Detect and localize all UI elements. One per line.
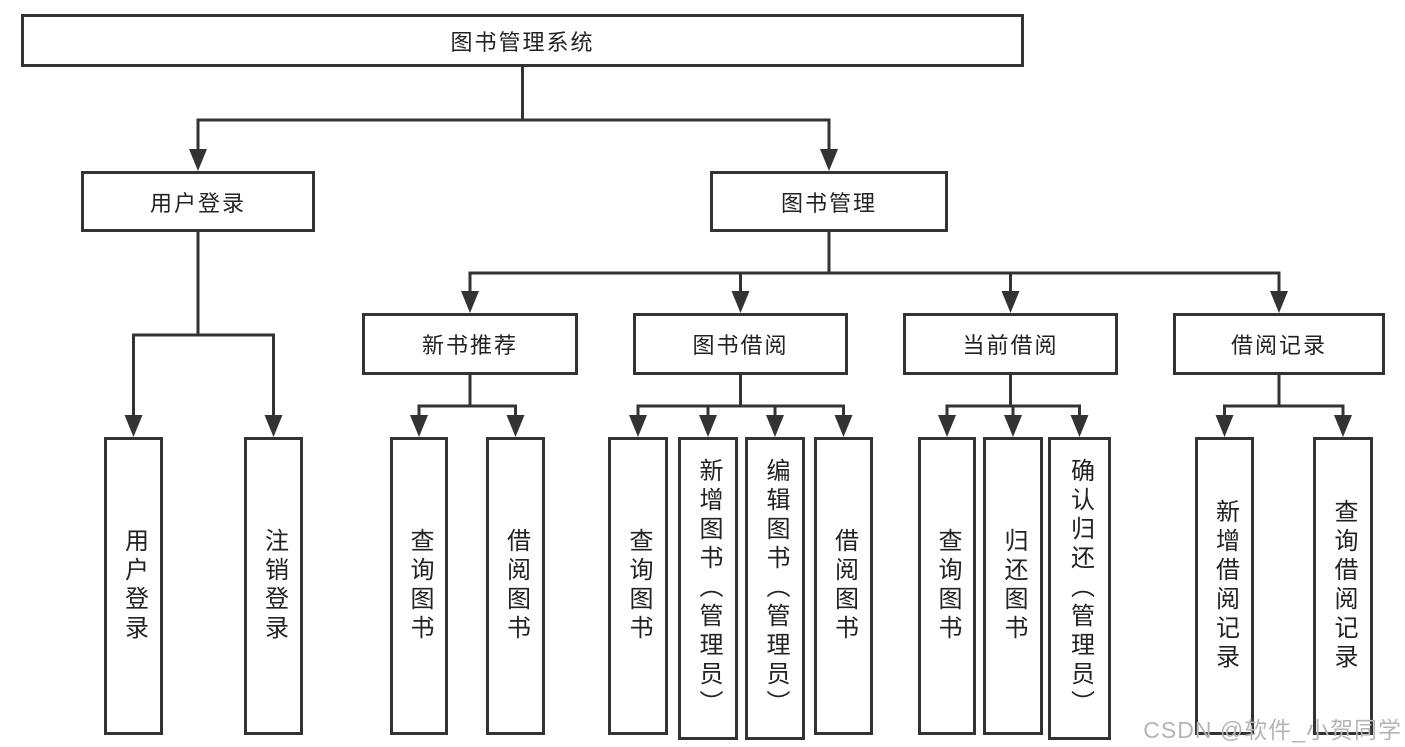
leaf-add-book-admin: 新增图书（管理员） [678, 437, 738, 740]
leaf-add-borrow-record: 新增借阅记录 [1195, 437, 1254, 735]
connector-current-borrow-to-leaves [945, 373, 1081, 420]
csdn-watermark: CSDN @软件_小贺同学 [1143, 717, 1402, 743]
arrowhead [1270, 291, 1288, 313]
node-current-borrow: 当前借阅 [903, 313, 1118, 375]
arrowhead [1215, 415, 1234, 437]
leaf-confirm-return-admin: 确认归还（管理员） [1048, 437, 1111, 740]
arrowhead [461, 291, 479, 313]
leaf-query-books-recommend: 查询图书 [390, 437, 448, 735]
arrowhead [506, 415, 525, 437]
node-book-borrow: 图书借阅 [633, 313, 848, 375]
leaf-user-login: 用户登录 [104, 437, 163, 735]
arrowhead [264, 415, 283, 437]
arrowhead [820, 149, 838, 171]
node-new-book-recommend: 新书推荐 [362, 313, 578, 375]
arrowhead [410, 415, 428, 437]
connector-book-management-to-level3 [468, 230, 1281, 296]
leaf-return-books: 归还图书 [983, 437, 1043, 735]
connector-root-to-level2 [196, 65, 831, 154]
arrowhead [189, 149, 207, 171]
leaf-query-books-borrow: 查询图书 [608, 437, 668, 735]
arrowhead [1334, 415, 1352, 437]
arrowhead [699, 415, 717, 437]
arrowhead [834, 415, 853, 437]
connector-book-borrow-to-leaves [636, 373, 845, 420]
arrowhead [1004, 415, 1022, 437]
connector-user-login-to-leaves [132, 230, 275, 420]
arrowhead [731, 291, 750, 313]
leaf-query-borrow-record: 查询借阅记录 [1313, 437, 1373, 735]
connector-new-book-recommend-to-leaves [417, 373, 517, 420]
arrowhead [124, 415, 143, 437]
node-user-login: 用户登录 [81, 171, 315, 232]
leaf-query-books-current: 查询图书 [918, 437, 976, 735]
node-borrow-records: 借阅记录 [1173, 313, 1385, 375]
leaf-borrow-books-recommend: 借阅图书 [486, 437, 545, 735]
arrowheads [124, 149, 1352, 437]
leaf-edit-book-admin: 编辑图书（管理员） [745, 437, 805, 740]
arrowhead [1070, 415, 1089, 437]
connector-borrow-records-to-leaves [1223, 373, 1345, 420]
arrowhead [766, 415, 784, 437]
arrowhead [629, 415, 647, 437]
arrowhead [1001, 291, 1020, 313]
leaf-logout: 注销登录 [244, 437, 303, 735]
leaf-borrow-books: 借阅图书 [814, 437, 873, 735]
arrowhead [938, 415, 956, 437]
node-library-management-system: 图书管理系统 [21, 14, 1024, 67]
node-book-management: 图书管理 [710, 171, 948, 232]
